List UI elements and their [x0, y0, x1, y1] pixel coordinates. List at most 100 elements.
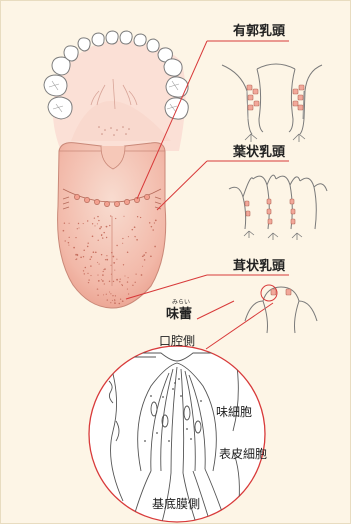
- fungiform-dot: [122, 300, 124, 302]
- fungiform-dot: [99, 228, 101, 230]
- fungiform-dot: [134, 236, 135, 237]
- fungiform-dot: [97, 275, 98, 276]
- fungiform-dot: [93, 251, 95, 253]
- fungiform-dot: [120, 299, 121, 300]
- circumvallate-taste-buds: [247, 85, 304, 110]
- fungiform-dot: [102, 280, 104, 282]
- fungiform-dot: [77, 228, 78, 229]
- fungiform-dot: [94, 225, 95, 226]
- fungiform-dot: [78, 223, 79, 224]
- fungiform-dot: [84, 273, 85, 274]
- fungiform-dot: [128, 236, 129, 237]
- fungiform-dot: [114, 300, 115, 301]
- fungiform-dot: [123, 216, 124, 217]
- fungiform-dot: [121, 284, 122, 285]
- fungiform-dot: [110, 215, 111, 216]
- label-epithelial-cell: 表皮細胞: [219, 448, 267, 460]
- fungiform-dot: [122, 243, 123, 244]
- fungiform-dot: [136, 274, 137, 275]
- fungiform-dot: [87, 242, 88, 243]
- label-basement-side: 基底膜側: [152, 498, 200, 510]
- fungiform-dot: [142, 266, 143, 267]
- fungiform-dot: [101, 279, 102, 280]
- fungiform-dot: [124, 275, 125, 276]
- fungiform-dot: [114, 270, 115, 271]
- fungiform-dot: [69, 237, 70, 238]
- foliate-detail: [229, 175, 327, 229]
- foliate-taste-buds: [245, 199, 295, 224]
- fungiform-dot: [73, 247, 75, 249]
- fungiform-dot: [85, 267, 87, 269]
- fungiform-dot: [97, 223, 98, 224]
- fungiform-dot: [99, 264, 100, 265]
- fungiform-dot: [75, 254, 77, 256]
- fungiform-dot: [83, 223, 84, 224]
- fungiform-dot: [143, 254, 145, 256]
- fungiform-dot: [128, 293, 129, 294]
- fungiform-dot: [102, 274, 104, 276]
- circumvallate-glands: [245, 134, 305, 142]
- fungiform-dot: [149, 222, 150, 223]
- fungiform-dot: [111, 252, 113, 254]
- fungiform-dot: [115, 303, 116, 304]
- label-oral-side: 口腔側: [159, 335, 195, 347]
- fungiform-dot: [83, 270, 84, 271]
- fungiform-dot: [112, 300, 113, 301]
- fungiform-dot: [64, 222, 65, 223]
- fungiform-dot: [109, 225, 110, 226]
- fungiform-dot: [140, 217, 141, 218]
- fungiform-dot: [75, 237, 76, 238]
- fungiform-dot: [151, 226, 153, 228]
- fungiform-dot: [95, 251, 97, 253]
- fungiform-dot: [69, 223, 70, 224]
- fungiform-dot: [135, 282, 136, 283]
- fungiform-dot: [65, 240, 66, 241]
- fungiform-dot: [87, 246, 89, 248]
- fungiform-dot: [155, 220, 157, 222]
- fungiform-dot: [79, 228, 80, 229]
- fungiform-dot: [110, 302, 111, 303]
- fungiform-dot: [88, 279, 89, 280]
- fungiform-dot: [92, 223, 93, 224]
- label-fungiform: 茸状乳頭: [233, 260, 285, 273]
- fungiform-dot: [122, 238, 123, 239]
- fungiform-dot: [68, 245, 69, 246]
- fungiform-dot: [63, 230, 65, 232]
- fungiform-dot: [144, 259, 146, 261]
- fungiform-dot: [103, 269, 104, 270]
- fungiform-dot: [101, 254, 102, 255]
- fungiform-dot: [115, 218, 116, 219]
- fungiform-dot: [92, 235, 94, 237]
- fungiform-dot: [136, 239, 138, 241]
- fungiform-dot: [100, 226, 102, 228]
- fungiform-dot: [127, 281, 128, 282]
- label-taste-bud: 味蕾: [166, 308, 192, 321]
- fungiform-dot: [94, 217, 95, 218]
- fungiform-dot: [113, 256, 115, 258]
- fungiform-dot: [145, 252, 146, 253]
- fungiform-dot: [116, 259, 117, 260]
- label-foliate: 葉状乳頭: [233, 146, 285, 159]
- fungiform-dot: [112, 295, 113, 296]
- fungiform-dot: [110, 265, 111, 266]
- fungiform-dot: [109, 281, 110, 282]
- label-taste-cell: 味細胞: [216, 406, 252, 418]
- fungiform-dot: [76, 258, 77, 259]
- fungiform-dot: [83, 249, 85, 251]
- fungiform-dot: [87, 220, 88, 221]
- fungiform-dot: [97, 216, 98, 217]
- fungiform-dot: [154, 246, 156, 248]
- fungiform-dot: [104, 283, 105, 284]
- fungiform-dot: [68, 242, 69, 243]
- fungiform-dot: [116, 245, 117, 246]
- fungiform-dot: [101, 235, 102, 236]
- fungiform-dot: [113, 281, 114, 282]
- fungiform-dot: [141, 274, 143, 276]
- fungiform-dot: [127, 252, 129, 254]
- fungiform-dot: [97, 295, 98, 296]
- fungiform-dot: [97, 288, 98, 289]
- fungiform-dot: [103, 232, 104, 233]
- fungiform-dot: [154, 222, 155, 223]
